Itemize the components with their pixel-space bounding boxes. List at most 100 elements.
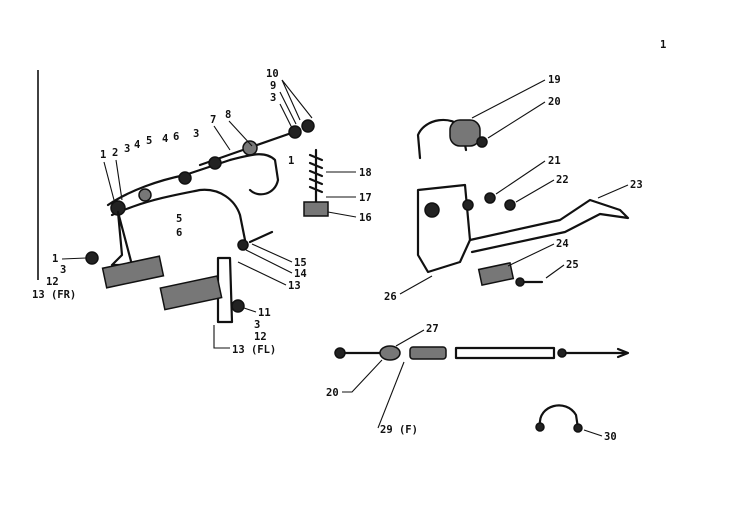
callout-6a: 6	[173, 131, 179, 143]
brake-shoe-right	[101, 255, 165, 289]
shoe-nut-right	[85, 251, 99, 265]
callout-16: 16	[359, 212, 372, 224]
callout-26: 26	[384, 291, 397, 303]
leader-9	[279, 91, 297, 125]
callout-13fr: 13 (FR)	[32, 289, 76, 301]
leader-23	[597, 184, 629, 199]
callout-3e: 3	[254, 319, 260, 331]
callout-13fl: 13 (FL)	[232, 344, 276, 356]
brake-lever-blade	[468, 198, 630, 254]
lever-pivot	[424, 202, 440, 218]
brake-arm-upper	[106, 153, 280, 207]
pivot-nut-center	[178, 171, 192, 185]
callout-21: 21	[548, 155, 561, 167]
bolt-nut	[288, 125, 302, 139]
callout-5a: 5	[146, 135, 152, 147]
callout-4b: 4	[162, 133, 168, 145]
leader-1	[103, 161, 115, 201]
cable-end-nipple	[334, 347, 346, 359]
leader-1c	[61, 257, 87, 260]
callout-25: 25	[566, 259, 579, 271]
callout-13a: 13	[288, 280, 301, 292]
cable-arrow-tip	[616, 347, 630, 359]
callout-22: 22	[556, 174, 569, 186]
shoe-holder-left	[216, 256, 234, 324]
callout-20b: 20	[326, 387, 339, 399]
leader-21	[495, 160, 546, 195]
callout-27: 27	[426, 323, 439, 335]
handlebar-tube-section	[449, 119, 481, 147]
brake-cable-assembly	[334, 345, 630, 361]
leader-11	[243, 307, 257, 313]
callout-3a: 3	[124, 143, 130, 155]
pivot-washer-left	[138, 188, 152, 202]
lever-screw	[462, 199, 474, 211]
adjuster-bolt-head	[515, 277, 525, 287]
page-mark: 1	[660, 39, 666, 51]
callout-30: 30	[604, 431, 617, 443]
leader-3c	[279, 103, 293, 129]
leader-13fl	[213, 325, 230, 349]
leader-27	[395, 329, 425, 347]
lever-bracket	[416, 183, 472, 274]
brake-arm-lower	[110, 188, 247, 242]
callout-1: 1	[100, 149, 106, 161]
brake-shoe-left	[159, 275, 223, 311]
callout-1b: 1	[288, 155, 294, 167]
cable-adjuster	[477, 261, 515, 287]
clamp-screw-top	[476, 136, 488, 148]
leader-24	[507, 243, 555, 267]
leader-30	[583, 429, 603, 437]
cable-housing	[454, 346, 556, 360]
callout-3c: 3	[270, 92, 276, 104]
lever-callouts: 19 20 21 22 23 24 25 26	[384, 74, 643, 303]
cable-clip: 30	[535, 404, 617, 443]
callout-8: 8	[225, 109, 231, 121]
callout-4a: 4	[134, 139, 140, 151]
callout-12a: 12	[46, 276, 59, 288]
callout-6b: 6	[176, 227, 182, 239]
cable-adjuster-spring	[308, 148, 324, 207]
leader-14	[245, 249, 293, 274]
callout-19: 19	[548, 74, 561, 86]
leader-16	[327, 211, 357, 218]
leader-15	[251, 243, 293, 263]
leader-13a	[237, 261, 287, 286]
leader-25	[545, 264, 565, 279]
callout-5b: 5	[176, 213, 182, 225]
leader-8	[228, 120, 253, 147]
callout-10: 10	[266, 68, 279, 80]
pivot-nut-right	[208, 156, 222, 170]
cable-adjuster-barrel	[303, 201, 329, 217]
cable-callouts: 27 20 29 (F)	[326, 323, 439, 436]
leader-10	[281, 79, 313, 121]
callout-7: 7	[210, 114, 216, 126]
clamp-screw	[484, 192, 496, 204]
callout-3d: 3	[60, 264, 66, 276]
callout-15: 15	[294, 257, 307, 269]
caliper-brake-assembly	[85, 119, 329, 324]
callout-1c: 1	[52, 253, 58, 265]
bolt-nut-outer	[301, 119, 315, 133]
cable-ferrule	[379, 345, 401, 361]
clip-end-right	[573, 423, 583, 433]
leader-20b	[342, 359, 383, 393]
clip-end-left	[535, 422, 545, 432]
leader-26	[399, 275, 433, 295]
callout-11: 11	[258, 307, 271, 319]
brake-lever-assembly	[416, 118, 630, 287]
callout-3b: 3	[193, 128, 199, 140]
callout-14: 14	[294, 268, 307, 280]
shoe-holder-right	[110, 210, 134, 267]
clip-band	[538, 404, 580, 430]
shoe-nut-left	[231, 299, 245, 313]
leader-22	[515, 179, 555, 203]
cable-housing-cap	[557, 348, 567, 358]
leader-2	[115, 159, 123, 201]
callout-29f: 29 (F)	[380, 424, 418, 436]
callout-18: 18	[359, 167, 372, 179]
callout-23: 23	[630, 179, 643, 191]
leader-29f	[377, 361, 405, 429]
leader-20a	[487, 101, 546, 139]
